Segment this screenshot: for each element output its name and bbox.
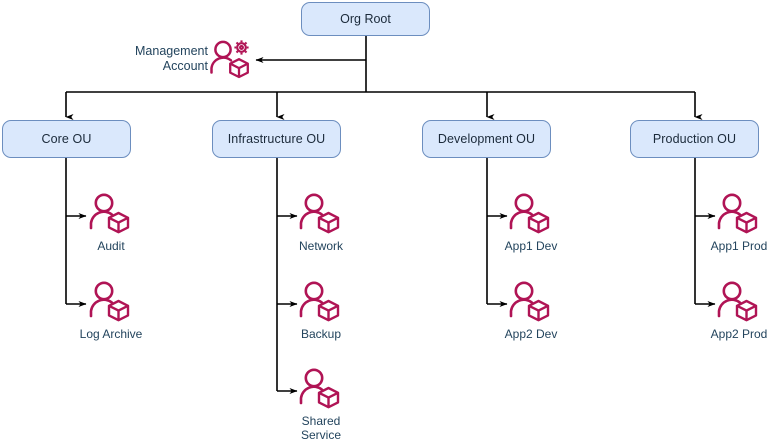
account-label: Log Archive [79,327,143,341]
account-label: Network [298,239,343,253]
user-cube-icon [87,280,135,324]
user-cube-icon [715,280,763,324]
account-node-audit[interactable]: Audit [56,192,166,253]
account-node-app2-dev[interactable]: App2 Dev [476,280,586,341]
user-cube-icon [87,192,135,236]
ou-box-production[interactable]: Production OU [630,120,759,158]
management-account-node[interactable]: Management Account [135,39,255,79]
user-cube-icon [507,280,555,324]
ou-box-core[interactable]: Core OU [2,120,131,158]
ou-label-infrastructure: Infrastructure OU [227,132,326,146]
account-node-network[interactable]: Network [266,192,376,253]
account-label: Shared Service [300,414,341,442]
ou-label-core: Core OU [41,132,92,146]
management-account-label: Management Account [135,44,208,73]
user-cube-icon [715,192,763,236]
account-node-app2-prod[interactable]: App2 Prod [684,280,771,341]
user-cube-icon [297,280,345,324]
account-node-app1-prod[interactable]: App1 Prod [684,192,771,253]
org-root-label: Org Root [340,12,391,26]
ou-label-development: Development OU [437,132,536,146]
account-node-log-archive[interactable]: Log Archive [56,280,166,341]
account-label: App2 Dev [504,327,558,341]
ou-box-infrastructure[interactable]: Infrastructure OU [212,120,341,158]
ou-box-development[interactable]: Development OU [422,120,551,158]
account-label: App1 Dev [504,239,558,253]
user-cube-icon [297,367,345,411]
account-label: App2 Prod [710,327,768,341]
account-label: Audit [97,239,125,253]
account-node-shared-service[interactable]: Shared Service [266,367,376,442]
account-node-app1-dev[interactable]: App1 Dev [476,192,586,253]
account-label: Backup [300,327,342,341]
user-gear-cube-icon [209,39,255,79]
ou-label-production: Production OU [652,132,737,146]
account-label: App1 Prod [710,239,768,253]
org-root-box[interactable]: Org Root [301,2,430,36]
user-cube-icon [297,192,345,236]
user-cube-icon [507,192,555,236]
account-node-backup[interactable]: Backup [266,280,376,341]
